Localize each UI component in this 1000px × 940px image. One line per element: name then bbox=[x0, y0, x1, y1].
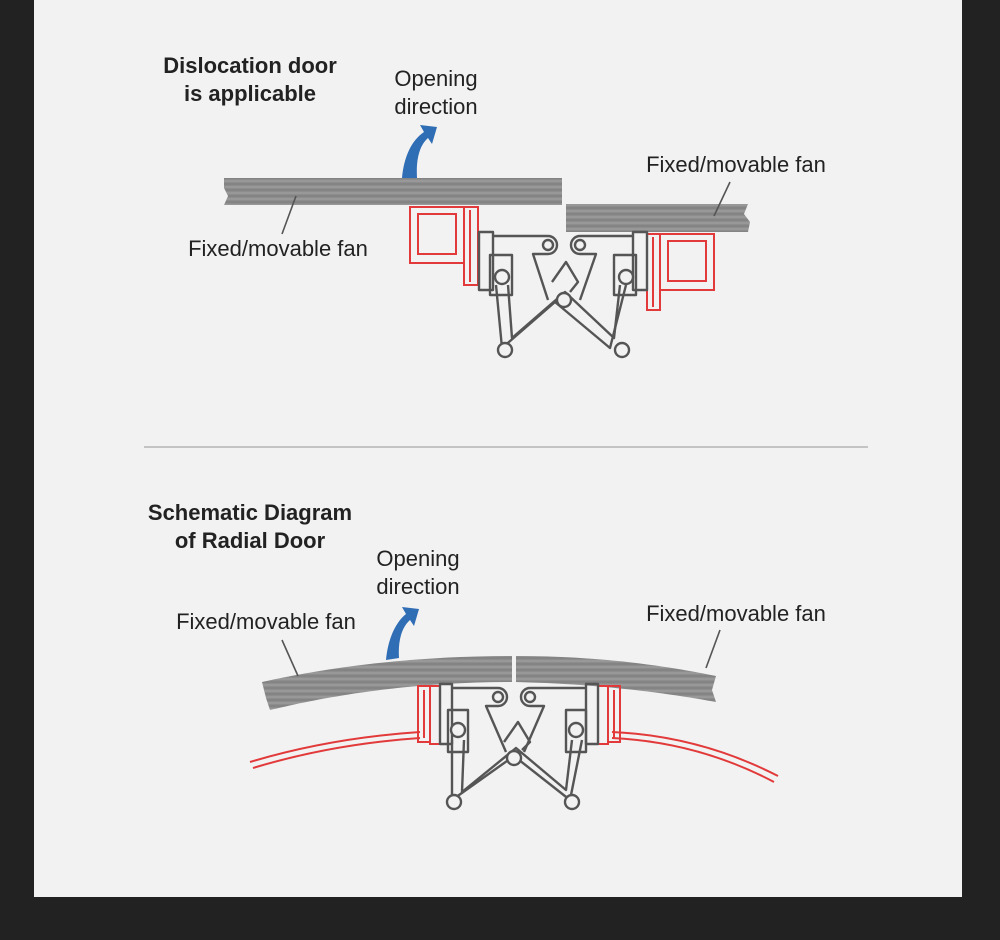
bottom-right-arc-inner bbox=[611, 737, 775, 783]
bottom-diagram: Schematic Diagram of Radial Door Opening… bbox=[148, 500, 826, 811]
top-title-line1: Dislocation door bbox=[163, 53, 337, 78]
bottom-right-arc bbox=[611, 731, 779, 777]
top-title-line2: is applicable bbox=[184, 81, 316, 106]
bottom-opening-line1: Opening bbox=[376, 546, 459, 571]
bottom-title-line2: of Radial Door bbox=[175, 528, 326, 553]
bottom-fan-left-label: Fixed/movable fan bbox=[176, 609, 356, 634]
bottom-left-fan-panel bbox=[262, 656, 512, 710]
top-fan-left-label: Fixed/movable fan bbox=[188, 236, 368, 261]
bottom-right-leader bbox=[705, 629, 721, 669]
top-opening-line1: Opening bbox=[394, 66, 477, 91]
bottom-opening-line2: direction bbox=[376, 574, 459, 599]
top-hinge-mechanism bbox=[477, 230, 649, 359]
bottom-right-fan-panel bbox=[516, 656, 716, 702]
top-opening-arrow bbox=[402, 125, 437, 178]
bottom-left-arc-inner bbox=[252, 737, 421, 769]
diagram-panel bbox=[34, 0, 962, 897]
top-opening-line2: direction bbox=[394, 94, 477, 119]
bottom-right-profile bbox=[597, 685, 621, 745]
bottom-title-line1: Schematic Diagram bbox=[148, 500, 352, 525]
bottom-hinge-mechanism bbox=[438, 682, 600, 811]
top-right-fan-panel bbox=[566, 204, 750, 232]
bottom-left-profile bbox=[417, 685, 441, 745]
bottom-left-arc bbox=[249, 731, 421, 763]
top-fan-right-label: Fixed/movable fan bbox=[646, 152, 826, 177]
top-left-leader bbox=[281, 195, 297, 235]
top-left-profile bbox=[409, 206, 479, 286]
bottom-opening-arrow bbox=[386, 607, 419, 660]
top-left-fan-panel bbox=[224, 178, 562, 205]
top-diagram: Dislocation door is applicable Opening d… bbox=[163, 53, 826, 359]
bottom-fan-right-label: Fixed/movable fan bbox=[646, 601, 826, 626]
bottom-left-leader bbox=[281, 639, 299, 677]
top-right-profile bbox=[646, 233, 715, 311]
top-right-leader bbox=[713, 181, 731, 217]
